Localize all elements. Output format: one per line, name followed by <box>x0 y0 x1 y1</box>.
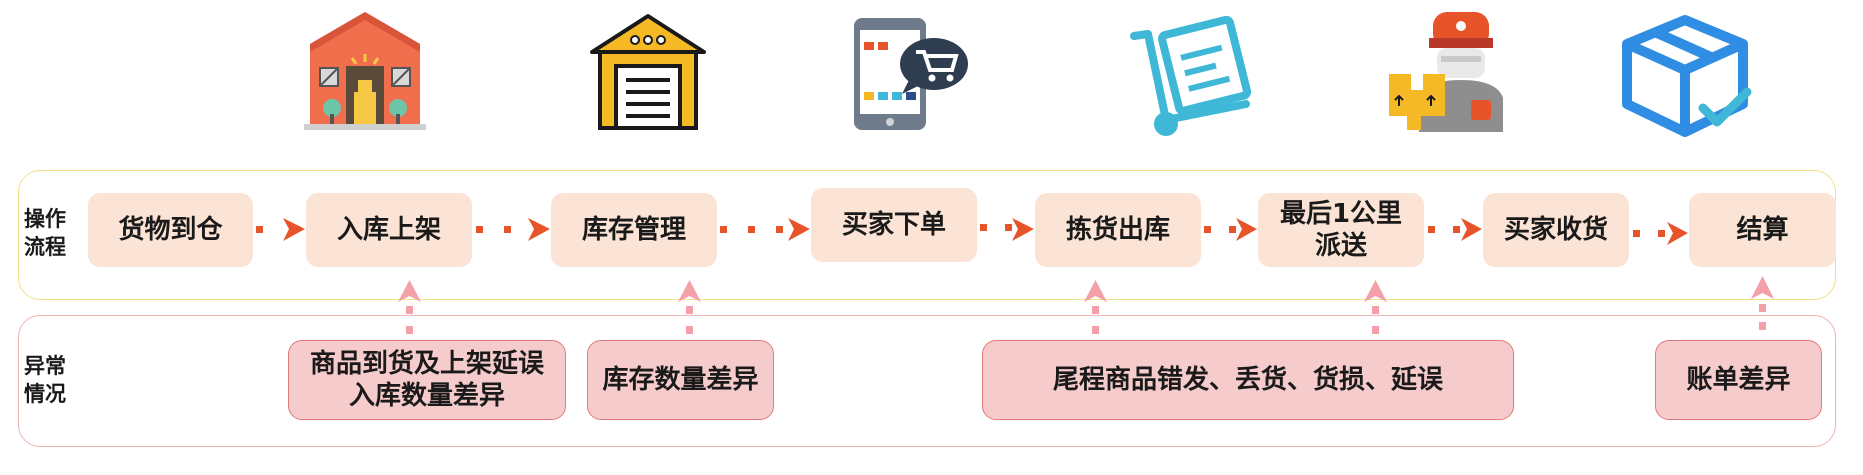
warehouse-building-icon <box>300 8 430 136</box>
step-settlement: 结算 <box>1689 193 1836 267</box>
delivery-courier-icon <box>1385 8 1505 136</box>
up-arrow-icon <box>1364 280 1387 334</box>
exception-inventory-discrepancy: 库存数量差异 <box>587 340 774 420</box>
step-last-mile-delivery: 最后1公里 派送 <box>1258 193 1424 267</box>
exception-arrival-shelving-delay: 商品到货及上架延误 入库数量差异 <box>288 340 566 420</box>
exception-billing-discrepancy: 账单差异 <box>1655 340 1822 420</box>
step-goods-arrival: 货物到仓 <box>88 193 253 267</box>
hand-truck-icon <box>1128 8 1258 142</box>
flow-arrow-icon <box>980 218 1034 241</box>
step-inbound-shelving: 入库上架 <box>306 193 472 267</box>
step-buyer-order: 买家下单 <box>811 188 977 262</box>
flow-arrow-icon <box>1633 222 1688 245</box>
step-buyer-receipt: 买家收货 <box>1483 193 1629 267</box>
up-arrow-icon <box>1751 276 1774 330</box>
up-arrow-icon <box>398 280 421 334</box>
flow-arrow-icon <box>476 218 550 241</box>
exception-label: 异常 情况 <box>24 354 66 406</box>
operation-flow-label: 操作 流程 <box>24 207 66 259</box>
box-checked-icon <box>1615 8 1755 142</box>
step-picking-outbound: 拣货出库 <box>1035 193 1201 267</box>
mobile-shopping-icon <box>850 8 970 136</box>
flow-arrow-icon <box>256 218 305 241</box>
up-arrow-icon <box>1084 280 1107 334</box>
up-arrow-icon <box>678 280 701 334</box>
step-inventory-management: 库存管理 <box>551 193 717 267</box>
exception-last-leg-issues: 尾程商品错发、丢货、货损、延误 <box>982 340 1514 420</box>
flow-arrow-icon <box>720 218 810 241</box>
flow-arrow-icon <box>1204 218 1257 241</box>
flow-arrow-icon <box>1428 218 1482 241</box>
exception-group <box>18 315 1836 447</box>
storage-garage-icon <box>588 8 708 136</box>
